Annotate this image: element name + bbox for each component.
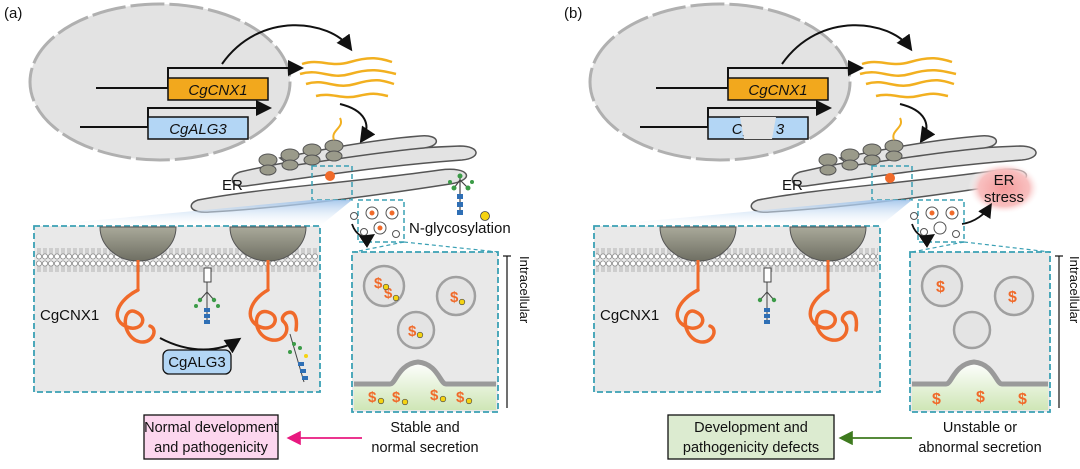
zoom-connector [353, 241, 405, 253]
protein-label-cgcnx1: CgCNX1 [600, 307, 659, 324]
glucose-icon [480, 211, 490, 221]
svg-text:$: $ [936, 279, 945, 296]
vesicle-zoom-region [357, 199, 405, 243]
secretion-line1: Unstable or [943, 420, 1017, 436]
svg-text:$: $ [384, 285, 393, 302]
lipid-linked-glycan-icon [757, 267, 777, 324]
glycan-tree-icon [448, 173, 474, 215]
svg-text:$: $ [430, 387, 439, 404]
enzyme-badge-cgalg3 [162, 349, 232, 375]
plasma-membrane [912, 359, 1048, 387]
svg-text:$: $ [456, 389, 465, 406]
outcome-line1: Development and [694, 420, 808, 436]
transcription-arrow-icon [221, 24, 353, 65]
er-to-vesicle-arrow-icon [911, 223, 935, 248]
intracellular-label: Intracellular [517, 256, 532, 324]
ribosome-large-icon [99, 226, 177, 262]
stress-arrow-icon [961, 202, 992, 225]
ribosome-icon [818, 139, 904, 176]
er-label: ER [222, 177, 243, 194]
protein-label-cgcnx1: CgCNX1 [40, 307, 99, 324]
intracellular-label: Intracellular [1067, 256, 1080, 324]
gene-label-cgcnx1: CgCNX1 [748, 82, 807, 99]
zoom-region [871, 165, 913, 201]
svg-text:$: $ [368, 389, 377, 406]
er-stress-glow [968, 162, 1040, 214]
non-glycosylated-protein-icon: $ $ $ $ $ [932, 279, 1027, 408]
vesicle-icon [920, 264, 1035, 350]
svg-text:$: $ [1018, 391, 1027, 408]
er-label: ER [782, 177, 803, 194]
zoom-connector [403, 241, 499, 253]
nascent-protein-icon [885, 173, 895, 183]
folded-cgcnx1-icon [248, 288, 299, 342]
gene-label-cgcnx1: CgCNX1 [188, 82, 247, 99]
translation-arrow-icon [899, 103, 936, 144]
vesicle-zoom-region [917, 199, 965, 243]
svg-text:$: $ [374, 275, 383, 292]
secretion-line2: abnormal secretion [918, 440, 1041, 456]
enzyme-label-cgalg3: CgALG3 [168, 354, 226, 371]
outcome-box [667, 414, 835, 460]
ribosome-large-icon [789, 226, 867, 262]
er-to-vesicle-arrow-icon [351, 223, 375, 248]
misfolded-cgcnx1-icon [808, 288, 859, 342]
gene-box-cgalg3 [147, 116, 249, 140]
ribosome-icon [258, 139, 344, 176]
zoom-region [311, 165, 353, 201]
zoom-projection [594, 200, 912, 226]
outcome-line2: and pathogenicity [154, 440, 268, 456]
extracellular-space [354, 362, 496, 410]
gene-box-cgcnx1 [727, 77, 829, 101]
ribosome-large-icon [659, 226, 737, 262]
unfolded-cgcnx1-icon [115, 288, 156, 344]
panel-a: (a) CgCNX1 CgALG3 [4, 2, 532, 460]
svg-text:$: $ [408, 323, 417, 340]
svg-text:$: $ [450, 289, 459, 306]
er-stress-line1: ER [994, 172, 1015, 189]
extracellular-space [912, 362, 1048, 410]
nascent-protein-icon [325, 171, 335, 181]
n-glycosylation-label: N-glycosylation [409, 220, 511, 237]
translation-arrow-icon [339, 103, 376, 144]
outcome-box [143, 414, 279, 460]
glycosylated-protein-icon: $$ $ $ $$$$ [368, 275, 465, 406]
panel-a-label: (a) [4, 5, 22, 22]
transcription-arrow-icon [781, 24, 913, 65]
gene-deletion-mask [740, 117, 776, 139]
svg-text:$: $ [976, 389, 985, 406]
secretion-line2: normal secretion [371, 440, 478, 456]
mrna-icon [299, 57, 397, 99]
panel-b: (b) CgCNX1 Cg 3 [564, 2, 1080, 460]
lipid-linked-glycan-icon [194, 267, 220, 324]
outcome-line1: Normal development [144, 420, 278, 436]
svg-text:$: $ [932, 391, 941, 408]
gene-box-cgcnx1 [167, 77, 269, 101]
zoom-projection [34, 200, 352, 226]
nascent-mrna-icon [332, 117, 343, 141]
svg-text:$: $ [1008, 289, 1017, 306]
er-stress-line2: stress [984, 189, 1024, 206]
protein-glycan-icon [288, 333, 308, 383]
gene-label-cgalg3: CgALG3 [169, 121, 227, 138]
mrna-icon [859, 57, 957, 99]
plasma-membrane [354, 359, 496, 387]
secretion-line1: Stable and [390, 420, 459, 436]
unfolded-cgcnx1-icon [675, 288, 716, 344]
panel-b-label: (b) [564, 5, 582, 22]
svg-text:$: $ [392, 389, 401, 406]
outcome-line2: pathogenicity defects [683, 440, 819, 456]
ribosome-large-icon [229, 226, 307, 262]
